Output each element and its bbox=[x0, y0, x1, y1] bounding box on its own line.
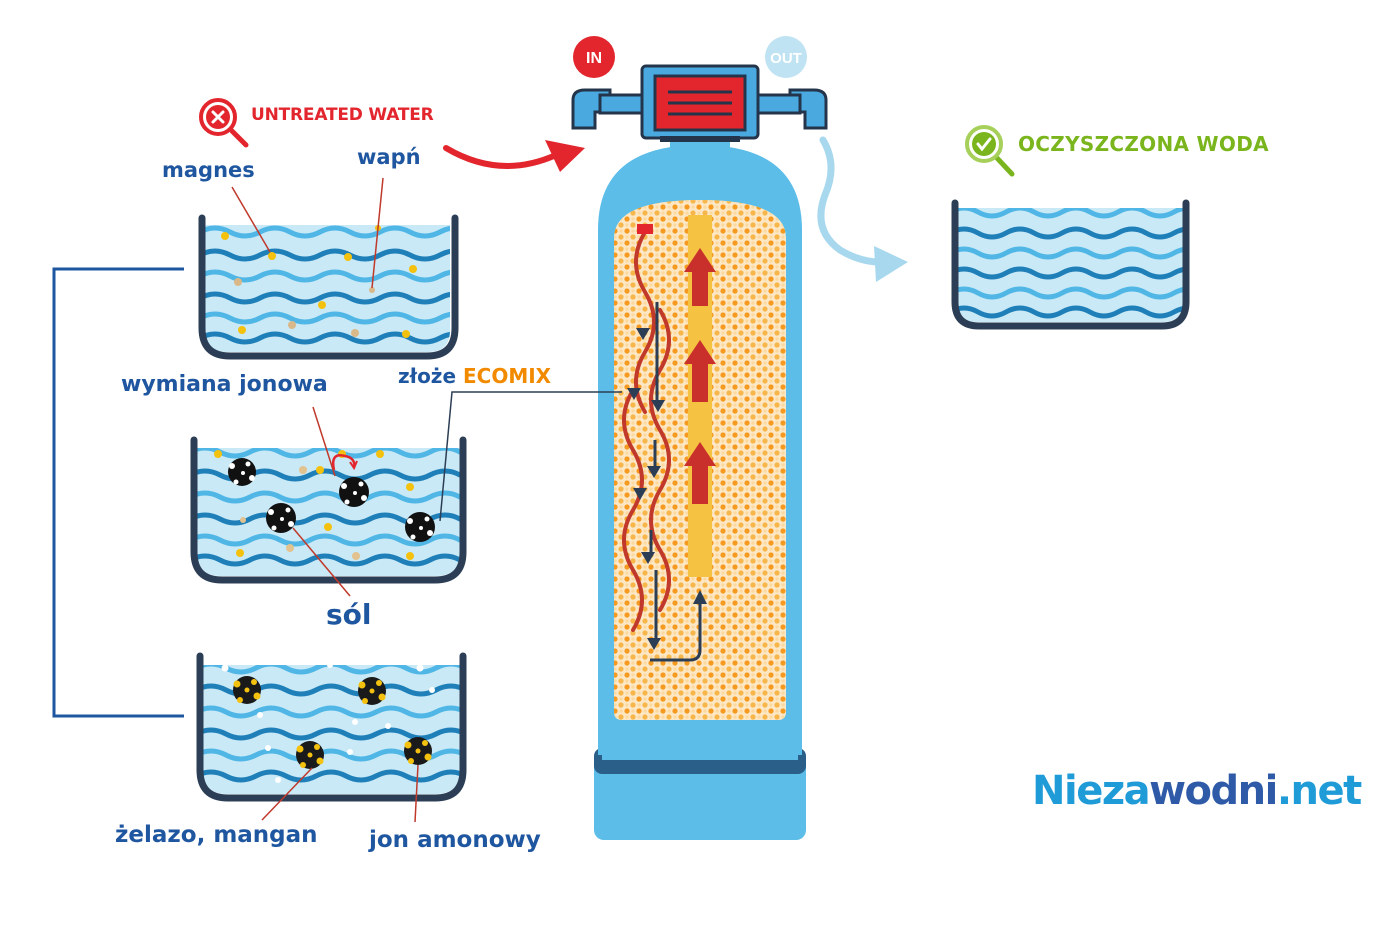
ecomix-leader bbox=[439, 391, 622, 522]
outflow-arrow bbox=[817, 136, 884, 266]
filter-tank bbox=[594, 133, 806, 840]
resin-bead bbox=[266, 503, 296, 533]
untreated-water-container bbox=[198, 214, 459, 360]
brand-logo: Niezawodni.net bbox=[1032, 768, 1362, 814]
bed-word: złoże bbox=[398, 364, 457, 388]
salt-label: sól bbox=[326, 598, 372, 631]
out-badge: OUT bbox=[765, 36, 807, 78]
magnes-label: magnes bbox=[162, 158, 255, 182]
svg-text:IN: IN bbox=[586, 50, 602, 67]
clean-water-label: OCZYSZCZONA WODA bbox=[1018, 132, 1269, 156]
inflow-arrow bbox=[443, 145, 559, 169]
clean-water-container bbox=[951, 199, 1190, 330]
brand-part-1: Nieza bbox=[1032, 768, 1151, 814]
resin-bead bbox=[405, 512, 435, 542]
inflow-arrow-head bbox=[545, 140, 585, 172]
iron-particle bbox=[233, 676, 261, 704]
control-valve bbox=[571, 64, 828, 142]
iron-manganese-container bbox=[196, 652, 467, 802]
brand-part-2: wodni bbox=[1149, 768, 1278, 814]
ion-exchange-container bbox=[190, 436, 467, 584]
ecomix-bed-label: złoże ECOMIX bbox=[398, 364, 551, 388]
leader-lines bbox=[231, 177, 419, 823]
iron-particle bbox=[404, 737, 432, 765]
iron-particle bbox=[358, 677, 386, 705]
iron-manganese-label: żelazo, mangan bbox=[115, 822, 318, 848]
wapn-label: wapń bbox=[357, 145, 421, 169]
outflow-arrow-head bbox=[874, 246, 908, 282]
ammonium-label: jon amonowy bbox=[369, 827, 541, 853]
iron-particle bbox=[296, 741, 324, 769]
svg-text:OUT: OUT bbox=[770, 50, 802, 67]
untreated-water-label: UNTREATED WATER bbox=[251, 105, 434, 125]
in-badge: IN bbox=[573, 36, 615, 78]
group-bracket bbox=[52, 267, 184, 718]
ion-exchange-label: wymiana jonowa bbox=[121, 372, 328, 397]
resin-bead bbox=[339, 477, 369, 507]
brand-part-3: .net bbox=[1276, 768, 1362, 814]
resin-bead bbox=[228, 458, 256, 486]
ecomix-word: ECOMIX bbox=[462, 364, 552, 388]
red-x-magnifier-icon bbox=[199, 98, 249, 148]
green-check-magnifier-icon bbox=[965, 125, 1015, 177]
